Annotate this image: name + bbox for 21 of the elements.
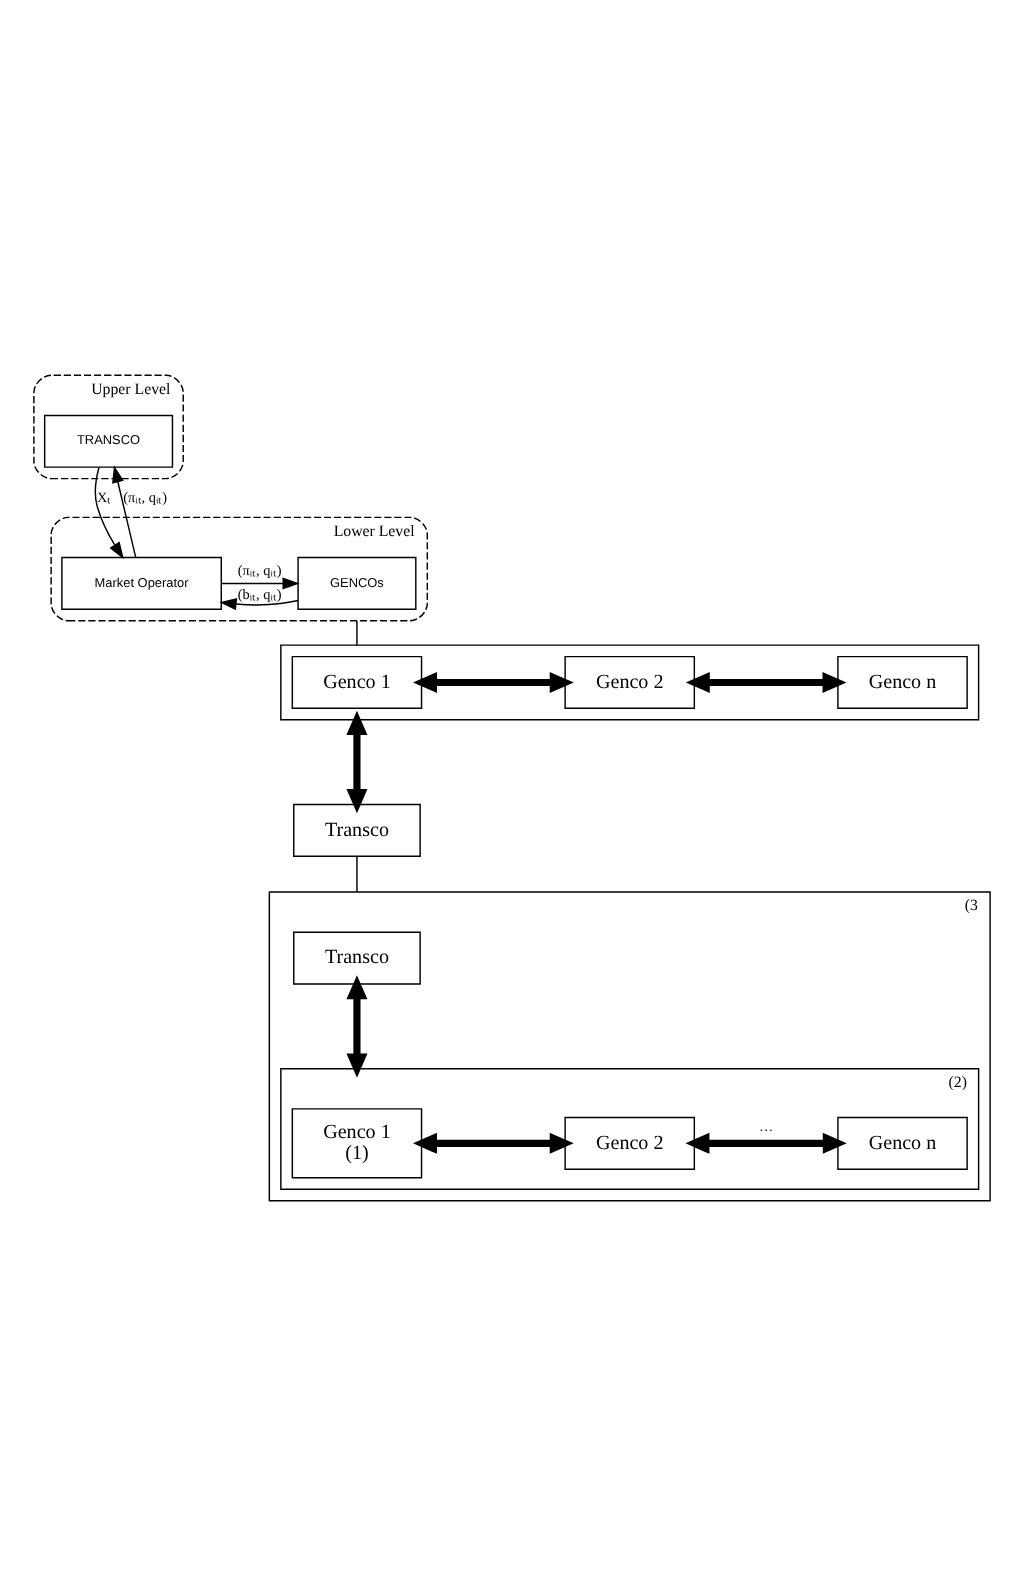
arrow: [112, 465, 137, 558]
arrow: [221, 577, 300, 590]
arrow: [219, 598, 299, 611]
arrow: [413, 1132, 574, 1154]
node-box: Genco n: [837, 655, 968, 710]
connector: [356, 855, 358, 893]
node-box: Genco n: [837, 1116, 968, 1170]
arrow: [94, 466, 124, 560]
arrow: [346, 975, 368, 1078]
node-box: Genco 2: [564, 655, 696, 710]
cluster: [280, 644, 980, 721]
arrow: [346, 710, 368, 814]
node-box: Genco 2: [564, 1116, 696, 1170]
node-box: Genco 1 (1): [291, 1108, 423, 1179]
node-box: Transco: [293, 931, 421, 985]
arrow: [685, 1132, 847, 1154]
node-box: Genco 1: [291, 655, 423, 710]
node-box: Transco: [293, 803, 421, 857]
arrow: [685, 671, 847, 693]
arrow: [413, 671, 574, 693]
connector: [356, 620, 358, 646]
